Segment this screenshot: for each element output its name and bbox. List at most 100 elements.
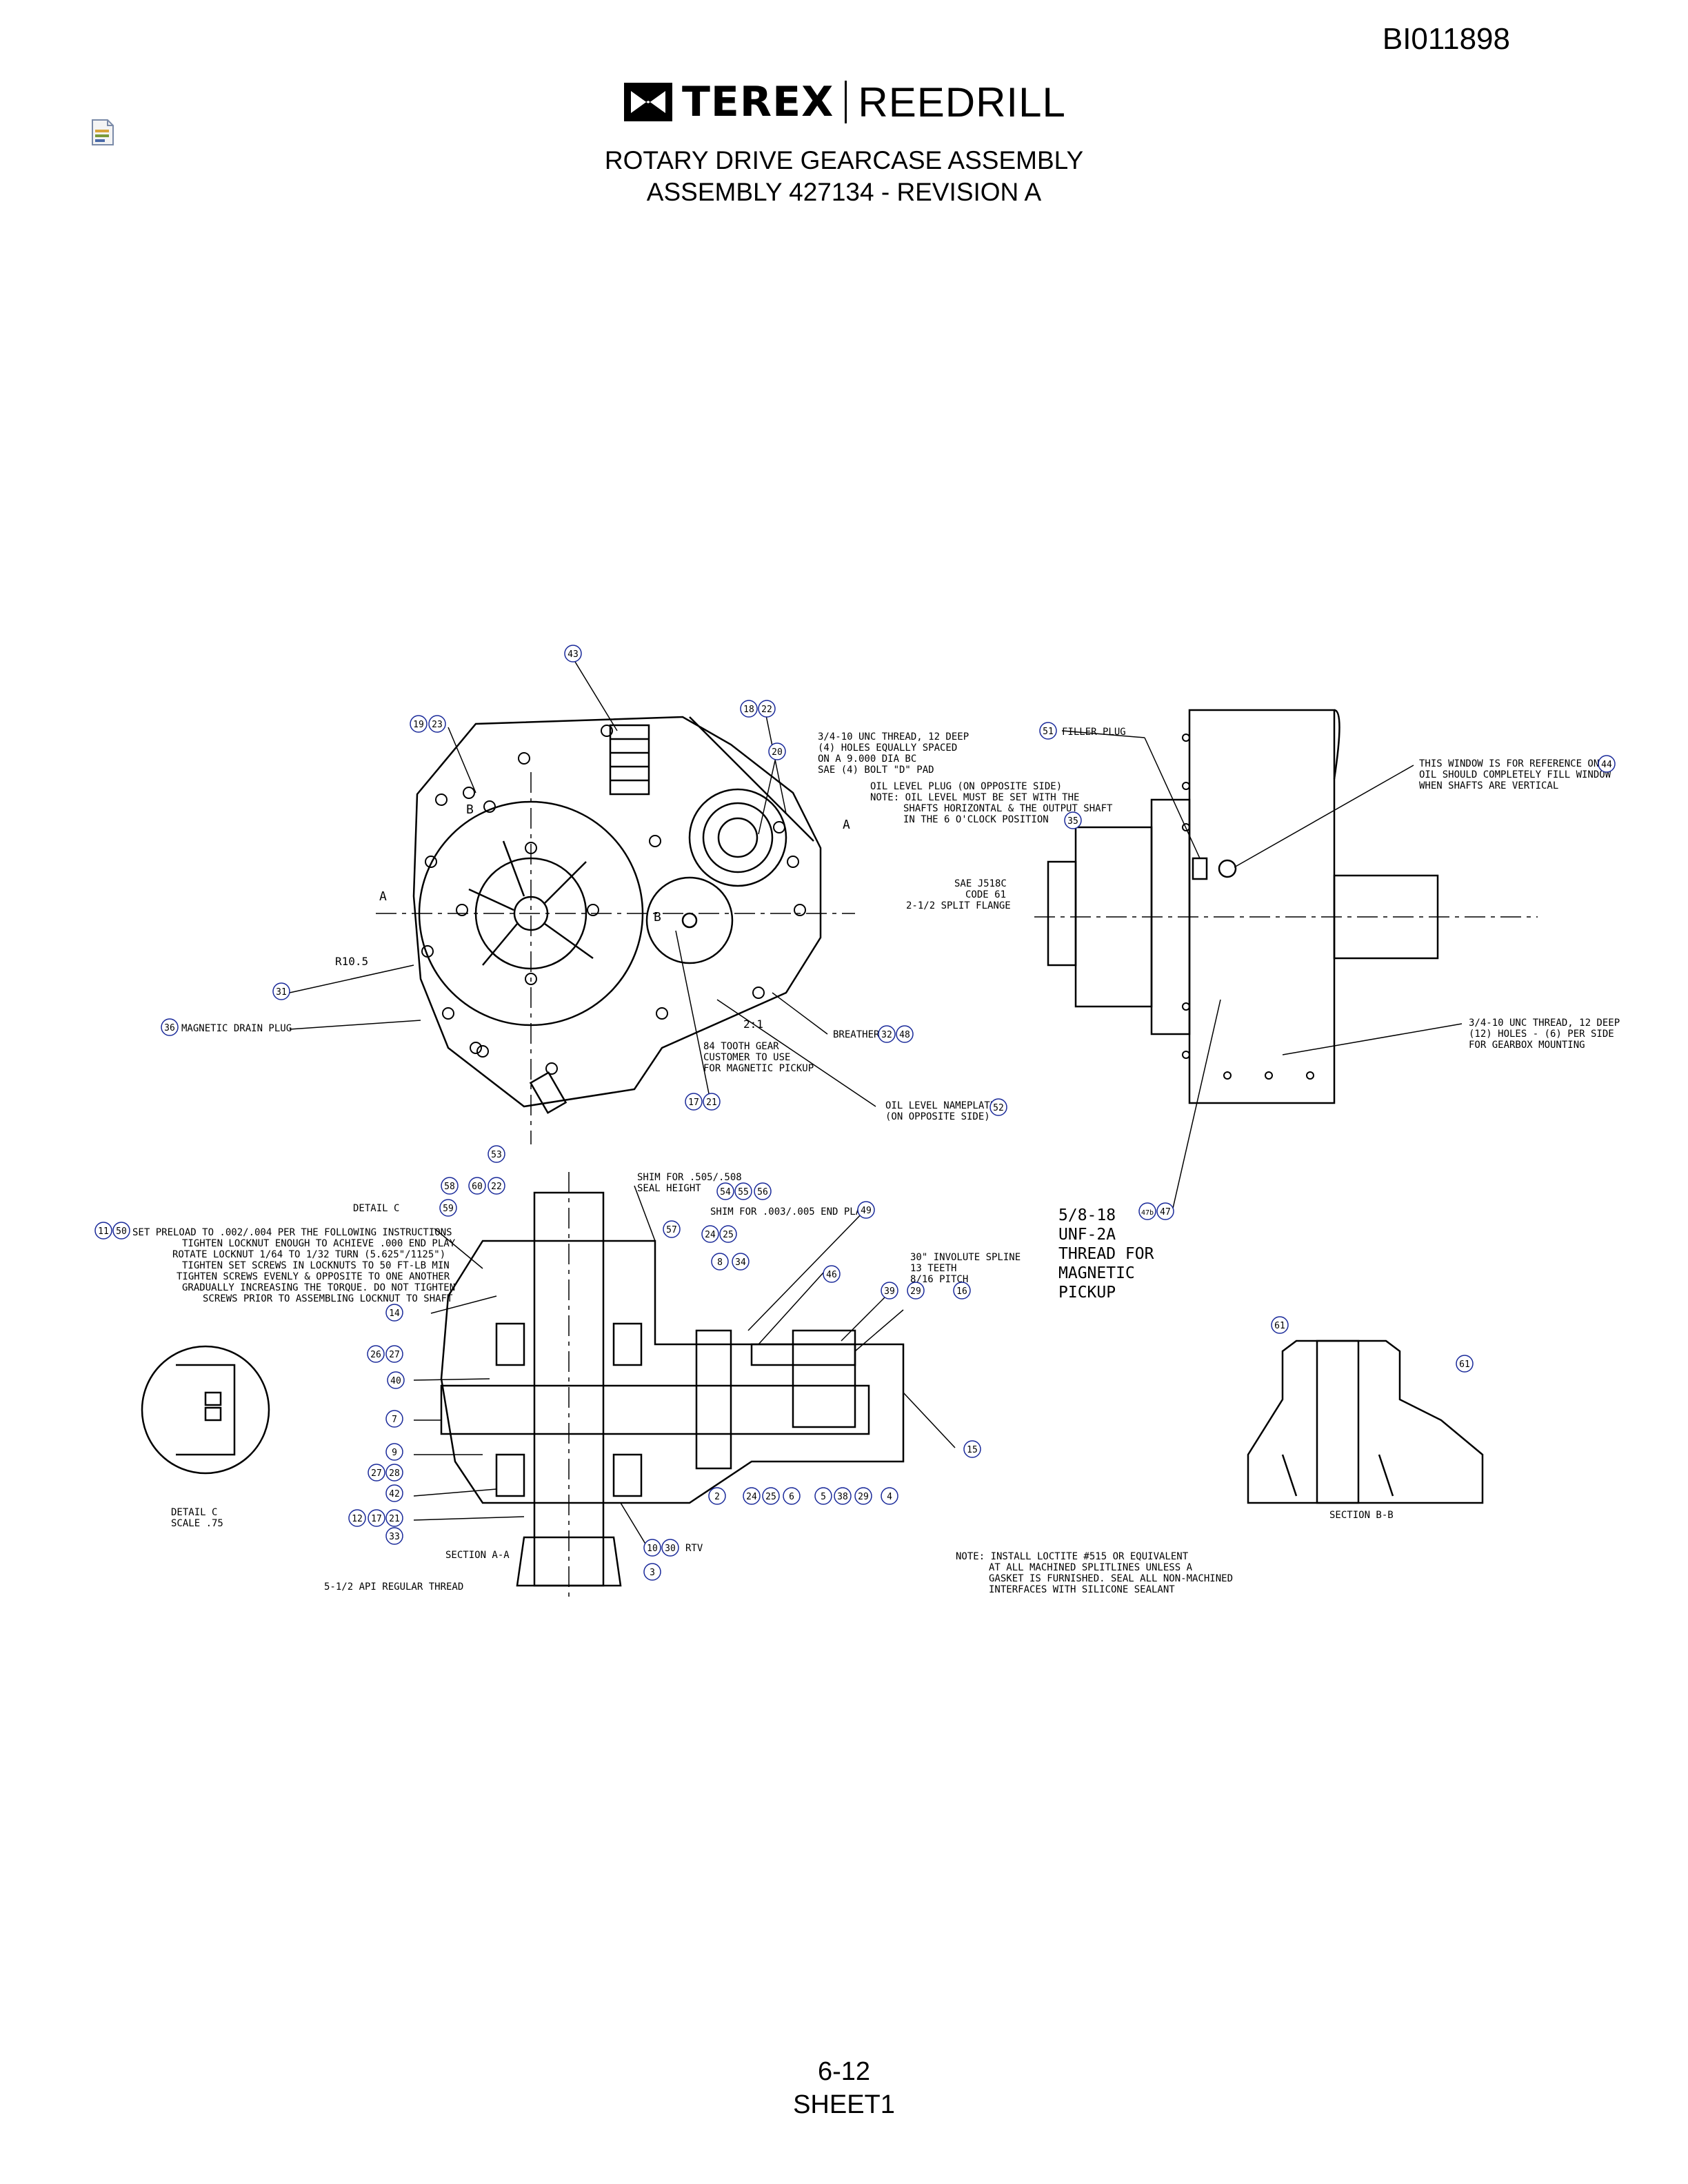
part-balloon-58: 58: [441, 1177, 459, 1195]
part-balloon-40: 40: [387, 1371, 405, 1389]
sight-window: [1218, 859, 1237, 878]
note-mount: 3/4-10 UNC THREAD, 12 DEEP: [1469, 1018, 1620, 1029]
svg-text:58: 58: [444, 1182, 455, 1192]
part-balloon-39: 39: [881, 1282, 898, 1300]
part-balloon-61: 61: [1271, 1316, 1289, 1334]
note-spline-2: 13 TEETH: [910, 1263, 956, 1274]
note-shim-seal: SHIM FOR .505/.508: [637, 1172, 742, 1183]
part-balloon-43: 43: [564, 645, 582, 663]
note-spline: 30" INVOLUTE SPLINE: [910, 1252, 1021, 1263]
svg-text:53: 53: [491, 1150, 502, 1160]
part-balloon-44: 44: [1598, 755, 1616, 773]
part-balloon-51: 51: [1039, 722, 1057, 740]
part-balloon-11: 11: [94, 1222, 112, 1240]
part-balloon-52: 52: [989, 1098, 1007, 1116]
part-balloon-2: 2: [708, 1487, 726, 1505]
svg-text:28: 28: [389, 1468, 400, 1479]
svg-text:55: 55: [738, 1187, 749, 1197]
note-nameplate: OIL LEVEL NAMEPLATE: [885, 1100, 996, 1111]
input-housing-outer: [688, 788, 787, 887]
part-balloon-4: 4: [881, 1487, 898, 1505]
note-thread-top-3: ON A 9.000 DIA BC: [818, 754, 916, 765]
terex-logo-icon: [624, 83, 672, 121]
note-shim-seal-2: SEAL HEIGHT: [637, 1183, 701, 1194]
part-balloon-32: 32: [878, 1025, 896, 1043]
part-balloon-3: 3: [643, 1563, 661, 1581]
label-magnetic-drain-plug: MAGNETIC DRAIN PLUG: [181, 1023, 292, 1034]
note-thread-top: 3/4-10 UNC THREAD, 12 DEEP: [818, 731, 969, 742]
svg-text:33: 33: [389, 1532, 400, 1542]
svg-text:19: 19: [413, 720, 424, 730]
svg-text:14: 14: [389, 1308, 400, 1319]
svg-text:44: 44: [1601, 760, 1612, 770]
svg-text:47b: 47b: [1141, 1209, 1154, 1217]
part-balloon-22: 22: [758, 700, 776, 718]
part-balloon-42: 42: [385, 1484, 403, 1502]
svg-text:34: 34: [735, 1257, 746, 1268]
svg-text:38: 38: [837, 1492, 848, 1502]
label-detail-c-scale: DETAIL C: [171, 1507, 217, 1518]
part-balloon-61: 61: [1456, 1355, 1474, 1373]
svg-text:29: 29: [858, 1492, 869, 1502]
part-balloon-17: 17: [368, 1509, 385, 1527]
part-balloon-57: 57: [663, 1220, 681, 1238]
svg-text:27: 27: [389, 1350, 400, 1360]
note-preload-5: TIGHTEN SCREWS EVENLY & OPPOSITE TO ONE …: [177, 1271, 450, 1282]
note-nameplate-2: (ON OPPOSITE SIDE): [885, 1111, 990, 1122]
part-balloon-31: 31: [272, 982, 290, 1000]
pinion-center: [681, 912, 698, 929]
window-block: [609, 724, 650, 796]
svg-text:22: 22: [491, 1182, 502, 1192]
note-pickup-5: PICKUP: [1058, 1284, 1116, 1302]
part-balloon-20: 20: [768, 742, 786, 760]
part-balloon-14: 14: [385, 1304, 403, 1322]
svg-text:3: 3: [650, 1568, 655, 1578]
svg-text:17: 17: [371, 1514, 382, 1524]
section-bb-outline: [1247, 1339, 1484, 1504]
label-section-bb: SECTION B-B: [1329, 1510, 1394, 1521]
note-window-2: OIL SHOULD COMPLETELY FILL WINDOW: [1419, 769, 1611, 780]
note-oil-level-3: SHAFTS HORIZONTAL & THE OUTPUT SHAFT: [903, 803, 1113, 814]
svg-text:61: 61: [1459, 1359, 1470, 1370]
part-balloon-10: 10: [643, 1539, 661, 1557]
svg-text:21: 21: [706, 1098, 717, 1108]
gear-web: [440, 1384, 870, 1435]
attachment-icon[interactable]: [91, 119, 114, 146]
spoke-lines: [468, 840, 594, 966]
svg-text:54: 54: [720, 1187, 731, 1197]
label-ratio: 2:1: [743, 1018, 763, 1031]
svg-text:59: 59: [443, 1204, 454, 1214]
svg-text:16: 16: [956, 1286, 967, 1297]
svg-text:4: 4: [887, 1492, 892, 1502]
brand-terex: TEREX: [682, 78, 834, 126]
gearcase-edge: [689, 716, 814, 842]
note-gear: 84 TOOTH GEAR: [703, 1041, 779, 1052]
bearings: [495, 1322, 643, 1497]
note-loctite: NOTE: INSTALL LOCTITE #515 OR EQUIVALENT: [956, 1551, 1189, 1562]
svg-text:56: 56: [757, 1187, 768, 1197]
note-loctite-3: GASKET IS FURNISHED. SEAL ALL NON-MACHIN…: [989, 1573, 1233, 1584]
note-gear-2: CUSTOMER TO USE: [703, 1052, 790, 1063]
part-balloon-34: 34: [732, 1253, 750, 1271]
side-view-body: [1188, 709, 1336, 1104]
svg-text:24: 24: [705, 1230, 716, 1240]
svg-text:22: 22: [761, 705, 772, 715]
part-balloon-47b: 47b: [1138, 1202, 1156, 1220]
page-number: 6-12: [817, 2057, 871, 2086]
svg-text:51: 51: [1043, 727, 1054, 737]
note-sae-3: 2-1/2 SPLIT FLANGE: [906, 900, 1011, 911]
svg-text:35: 35: [1067, 816, 1078, 827]
part-balloon-17: 17: [685, 1093, 703, 1111]
svg-text:6: 6: [789, 1492, 794, 1502]
part-balloon-33: 33: [385, 1527, 403, 1545]
part-balloon-25: 25: [762, 1487, 780, 1505]
svg-text:21: 21: [389, 1514, 400, 1524]
svg-text:12: 12: [352, 1514, 363, 1524]
section-aa-housing: [440, 1240, 905, 1504]
svg-text:52: 52: [993, 1103, 1004, 1113]
svg-text:36: 36: [164, 1023, 175, 1033]
sheet-number: SHEET1: [793, 2090, 895, 2119]
part-balloon-38: 38: [834, 1487, 852, 1505]
